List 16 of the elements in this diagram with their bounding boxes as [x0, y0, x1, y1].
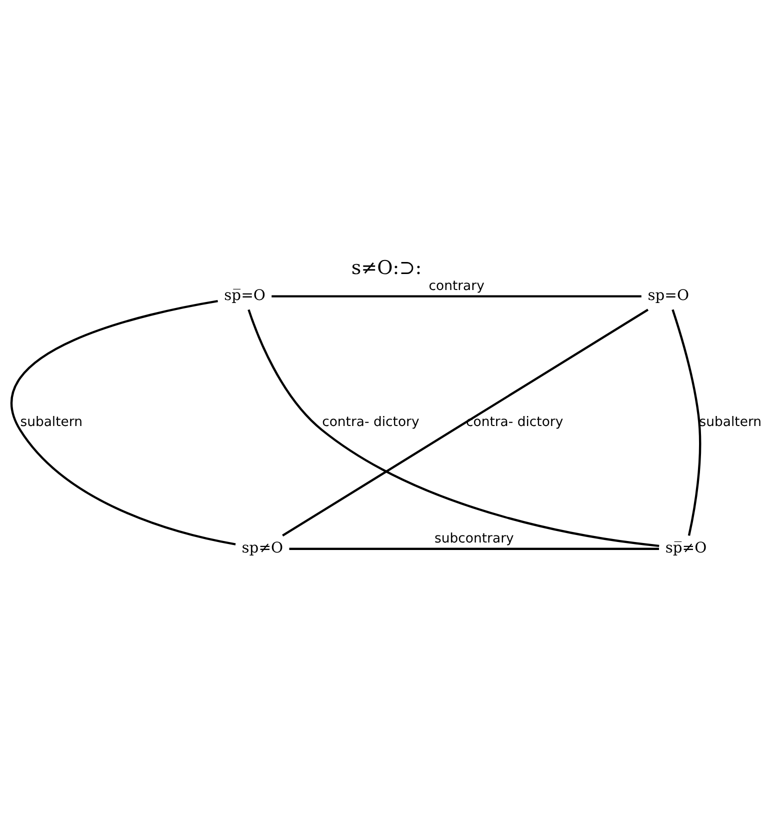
node-text: sp≠O	[242, 540, 284, 557]
edge-label: subcontrary	[434, 532, 514, 547]
edge-label: contrary	[428, 279, 484, 294]
edge-label: subaltern	[20, 414, 82, 430]
node-text: sp̅=O	[224, 286, 266, 304]
node-text: sp=O	[648, 286, 689, 304]
node-text: sp̅≠O	[665, 540, 707, 557]
edge-label: contra- dictory	[322, 414, 420, 430]
edge-label: subaltern	[699, 414, 762, 430]
diagram-title: s≠O:⊃:	[351, 257, 422, 280]
connector	[248, 309, 660, 548]
connector	[282, 308, 649, 537]
connector	[11, 300, 236, 546]
connector	[672, 309, 702, 536]
connector	[272, 295, 642, 298]
connector	[289, 548, 660, 550]
